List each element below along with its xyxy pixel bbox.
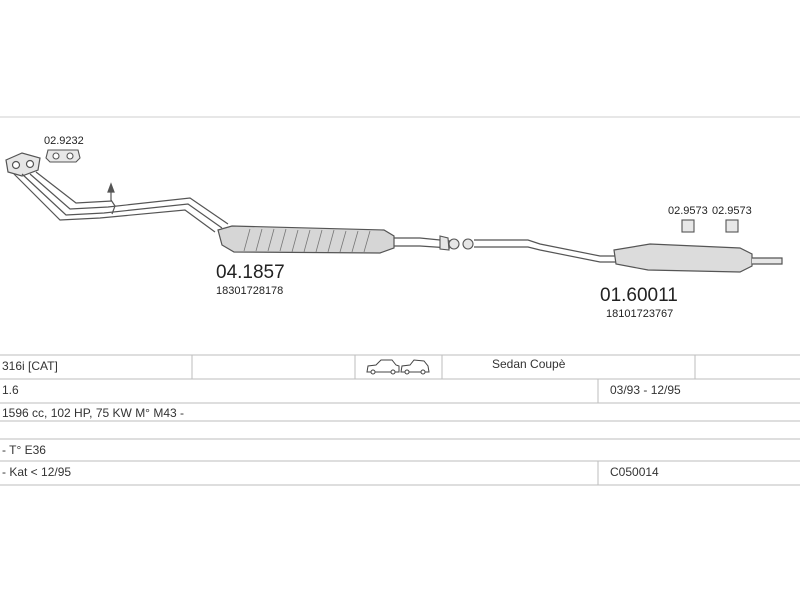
years-cell: 03/93 - 12/95 — [610, 383, 681, 397]
rubber-hanger-icon-1 — [681, 219, 695, 233]
coupe-icon — [400, 359, 430, 375]
rear-muffler-code: 01.60011 — [600, 285, 678, 306]
gasket-code-label: 02.9232 — [44, 135, 84, 147]
front-section-code: 04.1857 — [216, 262, 285, 283]
manifold-flange — [5, 152, 41, 177]
front-section-oe-number: 18301728178 — [216, 285, 283, 297]
rear-pipe — [474, 239, 622, 263]
engine-spec-cell: 1596 cc, 102 HP, 75 KW M° M43 - — [2, 406, 184, 420]
catalog-code-cell: C050014 — [610, 465, 659, 479]
lambda-sensor-icon — [107, 182, 116, 215]
model-cell: 316i [CAT] — [2, 359, 58, 373]
front-silencer — [217, 225, 395, 254]
hanger-code-label-1: 02.9573 — [668, 205, 708, 217]
body-type-cell: Sedan Coupè — [492, 357, 566, 371]
sedan-icon — [366, 359, 400, 375]
rear-muffler-oe-number: 18101723767 — [606, 308, 673, 320]
rubber-hanger-icon-2 — [725, 219, 739, 233]
vehicle-table-grid — [0, 354, 800, 486]
gasket-icon — [45, 149, 81, 163]
type-note-cell: - T° E36 — [2, 443, 46, 457]
engine-litres-cell: 1.6 — [2, 383, 19, 397]
cat-note-cell: - Kat < 12/95 — [2, 465, 72, 479]
front-pipe — [13, 171, 229, 233]
rear-muffler — [613, 243, 783, 273]
hanger-code-label-2: 02.9573 — [712, 205, 752, 217]
pipe-joint-icon — [439, 235, 474, 251]
